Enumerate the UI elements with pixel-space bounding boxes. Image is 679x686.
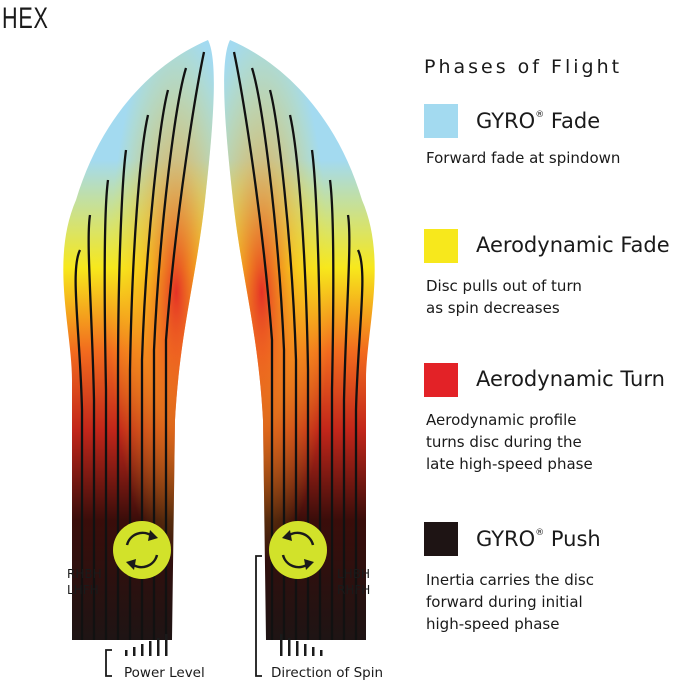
registered-mark: ® — [535, 528, 545, 538]
power-level-label: Power Level — [124, 665, 205, 681]
direction-bracket — [255, 555, 262, 677]
spin-clockwise-icon — [113, 521, 171, 579]
right-throw-label: LHBH RHFH — [337, 567, 371, 597]
registered-mark: ® — [535, 110, 545, 120]
gyro-push-description: Inertia carries the disc forward during … — [426, 571, 594, 633]
aerodynamic-fade-description: Disc pulls out of turn as spin decreases — [426, 277, 582, 317]
phase-name-suffix: Push — [544, 527, 601, 551]
phase-name-text: Aerodynamic Turn — [476, 367, 665, 391]
gyro-fade-swatch — [424, 104, 458, 138]
right-flight-shape — [224, 40, 375, 640]
left-throw-label: RHBH LHFH — [67, 567, 102, 597]
gyro-fade-description: Forward fade at spindown — [426, 149, 621, 167]
gyro-push-swatch — [424, 522, 458, 556]
legend-heading: Phases of Flight — [424, 56, 623, 78]
direction-of-spin-label: Direction of Spin — [271, 665, 384, 681]
aerodynamic-fade-swatch — [424, 229, 458, 263]
gyro-fade-label: GYRO® Fade — [476, 109, 600, 133]
phase-name-text: GYRO — [476, 109, 536, 133]
power-level-bracket — [105, 649, 112, 677]
product-title: HEX — [2, 2, 49, 35]
phase-name-text: GYRO — [476, 527, 536, 551]
power-level-bars-icon — [125, 634, 168, 656]
gyro-push-label: GYRO® Push — [476, 527, 601, 551]
phase-name-text: Aerodynamic Fade — [476, 233, 670, 257]
aerodynamic-turn-label: Aerodynamic Turn — [476, 367, 665, 391]
direction-bars-icon — [280, 634, 323, 656]
left-flight-shape — [63, 40, 214, 640]
spin-counterclockwise-icon — [269, 521, 327, 579]
phase-name-suffix: Fade — [544, 109, 601, 133]
aerodynamic-fade-label: Aerodynamic Fade — [476, 233, 670, 257]
aerodynamic-turn-swatch — [424, 363, 458, 397]
aerodynamic-turn-description: Aerodynamic profile turns disc during th… — [426, 411, 593, 473]
